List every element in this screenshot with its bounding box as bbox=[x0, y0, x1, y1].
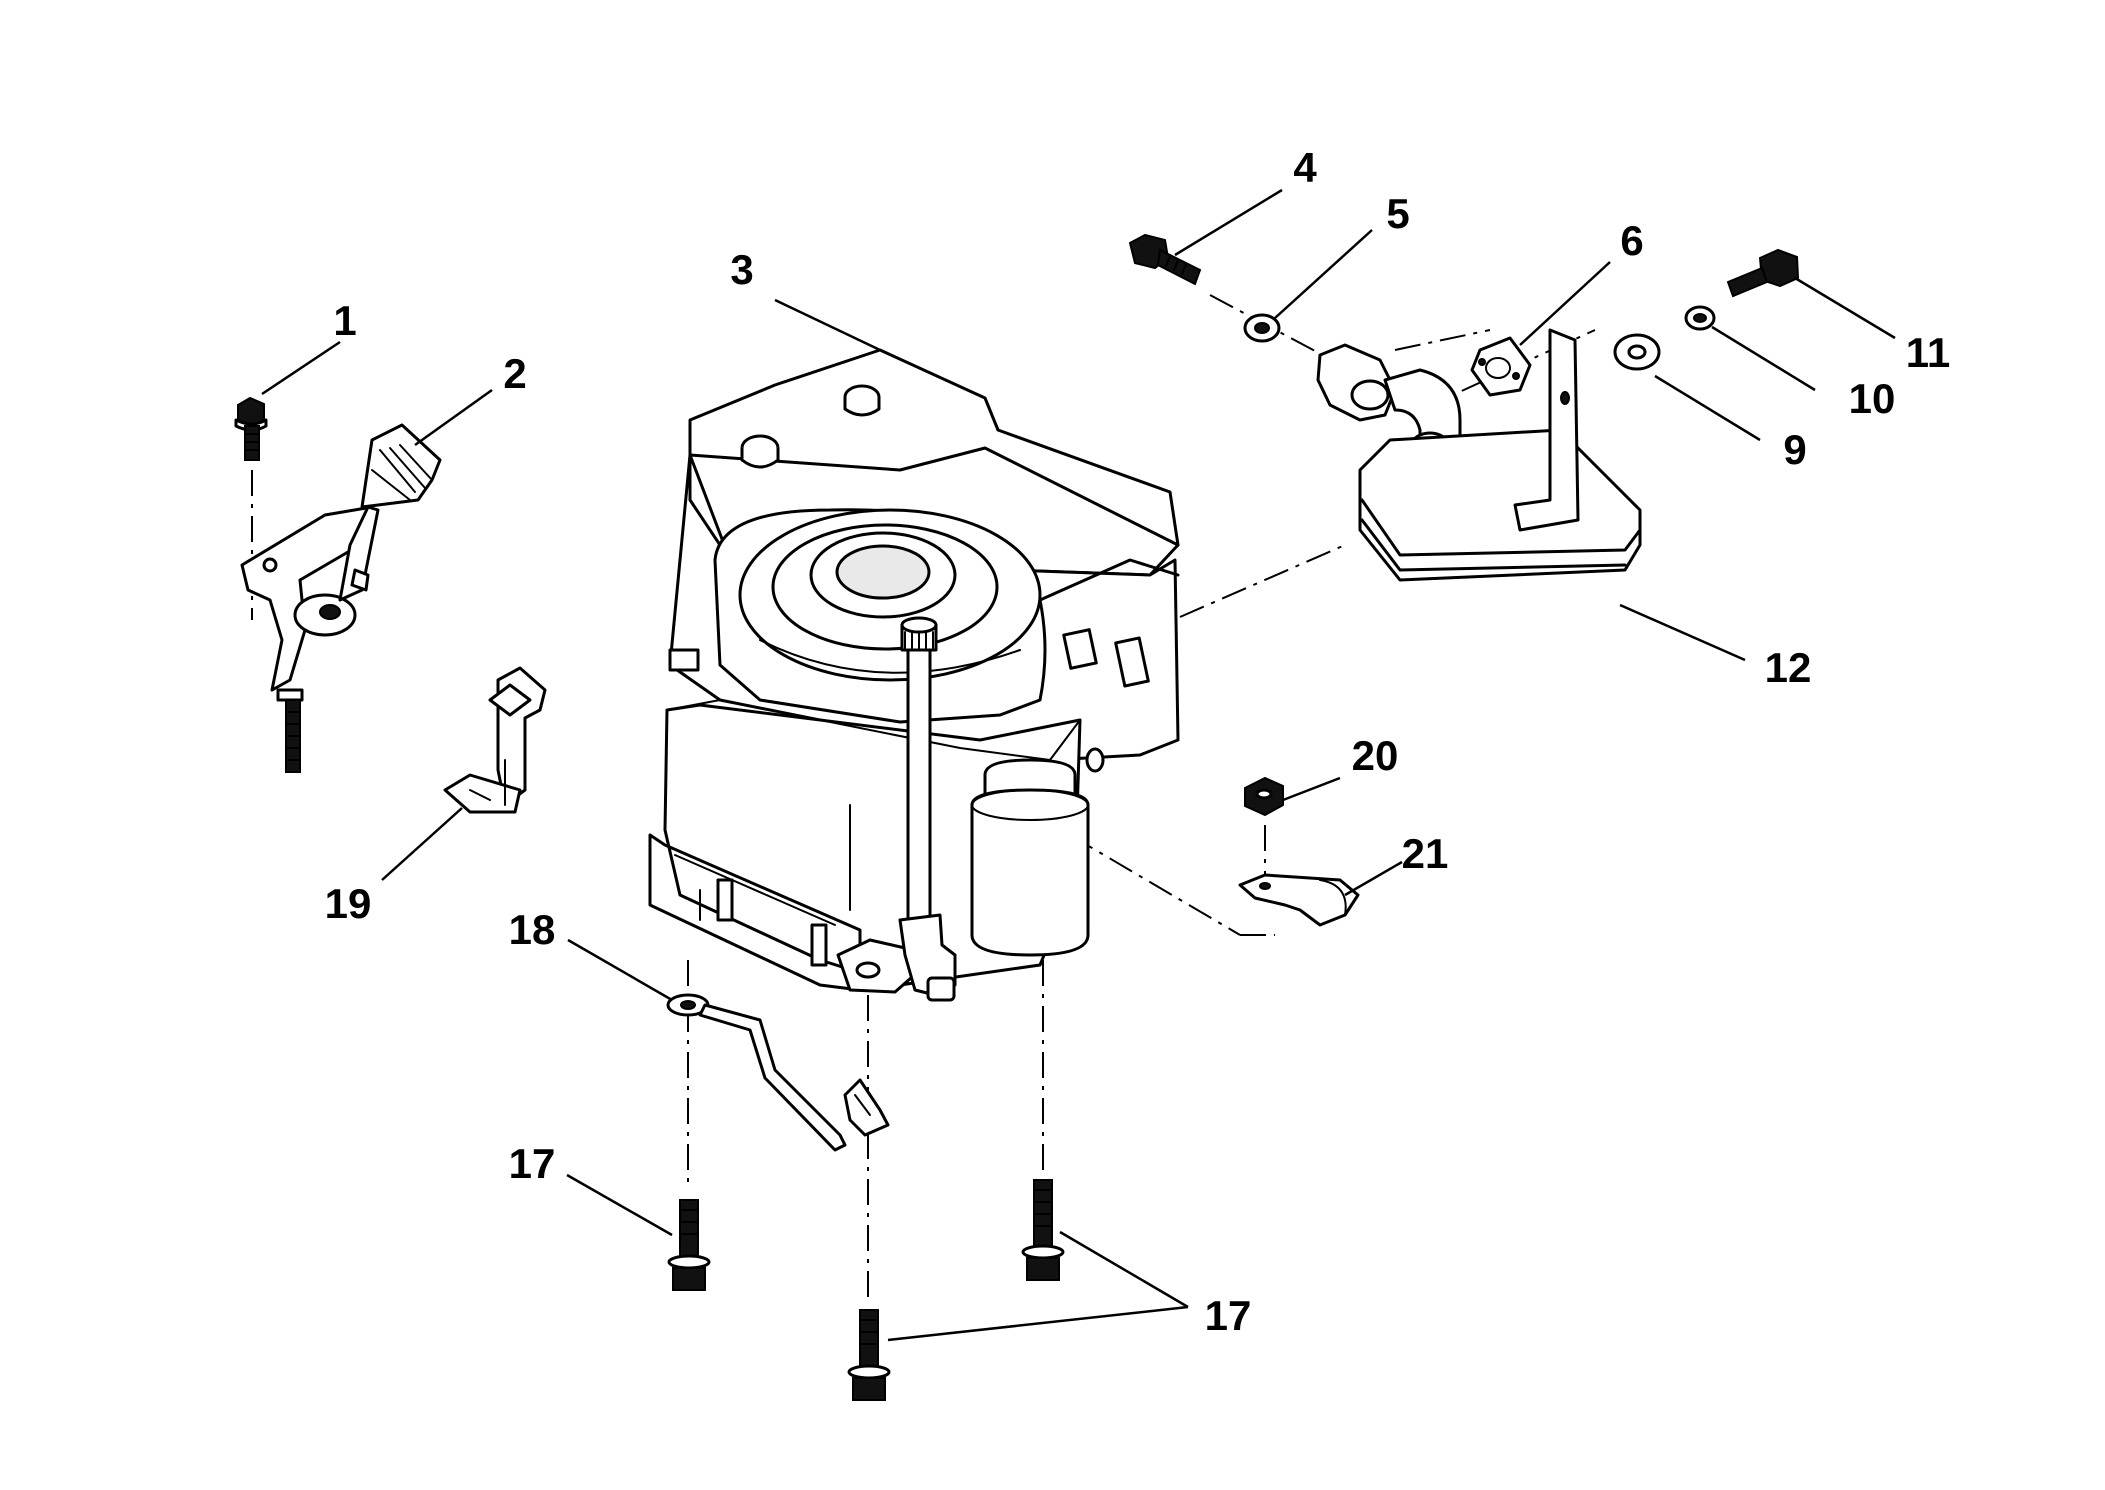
washer-part-10 bbox=[1684, 305, 1716, 331]
bolt-part-17-right bbox=[1021, 1179, 1065, 1281]
nut-part-20 bbox=[1244, 776, 1284, 817]
callout-6: 6 bbox=[1620, 217, 1643, 264]
clip-part-19 bbox=[443, 666, 547, 814]
callout-19: 19 bbox=[325, 880, 372, 927]
callout-17-right: 17 bbox=[1205, 1292, 1252, 1339]
exhaust-elbow bbox=[1316, 343, 1462, 459]
callout-4: 4 bbox=[1293, 144, 1317, 191]
bolt-part-17-left bbox=[667, 1199, 711, 1291]
callout-11: 11 bbox=[1906, 329, 1950, 376]
gasket-part-6 bbox=[1470, 336, 1532, 397]
callout-21: 21 bbox=[1402, 830, 1449, 877]
washer-part-9 bbox=[1613, 333, 1661, 371]
callout-20: 20 bbox=[1352, 732, 1399, 779]
callout-5: 5 bbox=[1386, 190, 1409, 237]
callout-17-left: 17 bbox=[509, 1140, 556, 1187]
leader-lines bbox=[261, 188, 1896, 1342]
washer-part-5 bbox=[1243, 313, 1281, 343]
callout-3: 3 bbox=[730, 246, 753, 293]
muffler-part-12 bbox=[1358, 328, 1642, 582]
callout-1: 1 bbox=[333, 297, 356, 344]
callout-9: 9 bbox=[1783, 426, 1806, 473]
bolt-part-17-middle bbox=[847, 1309, 891, 1401]
clamp-part-21 bbox=[1238, 873, 1360, 927]
callout-10: 10 bbox=[1849, 375, 1896, 422]
callout-labels: 1 2 3 4 5 6 9 10 11 12 17 17 18 19 20 21 bbox=[325, 144, 1951, 1339]
bolt-part-11 bbox=[1726, 248, 1800, 298]
callout-18: 18 bbox=[509, 906, 556, 953]
callout-12: 12 bbox=[1765, 644, 1812, 691]
link-rod-part-18 bbox=[666, 993, 890, 1152]
engine-assembly bbox=[648, 348, 1180, 1002]
callout-2: 2 bbox=[503, 350, 526, 397]
bolt-part-4 bbox=[1128, 233, 1202, 286]
control-bracket-part-2 bbox=[240, 423, 442, 773]
bolt-part-1 bbox=[234, 396, 268, 461]
